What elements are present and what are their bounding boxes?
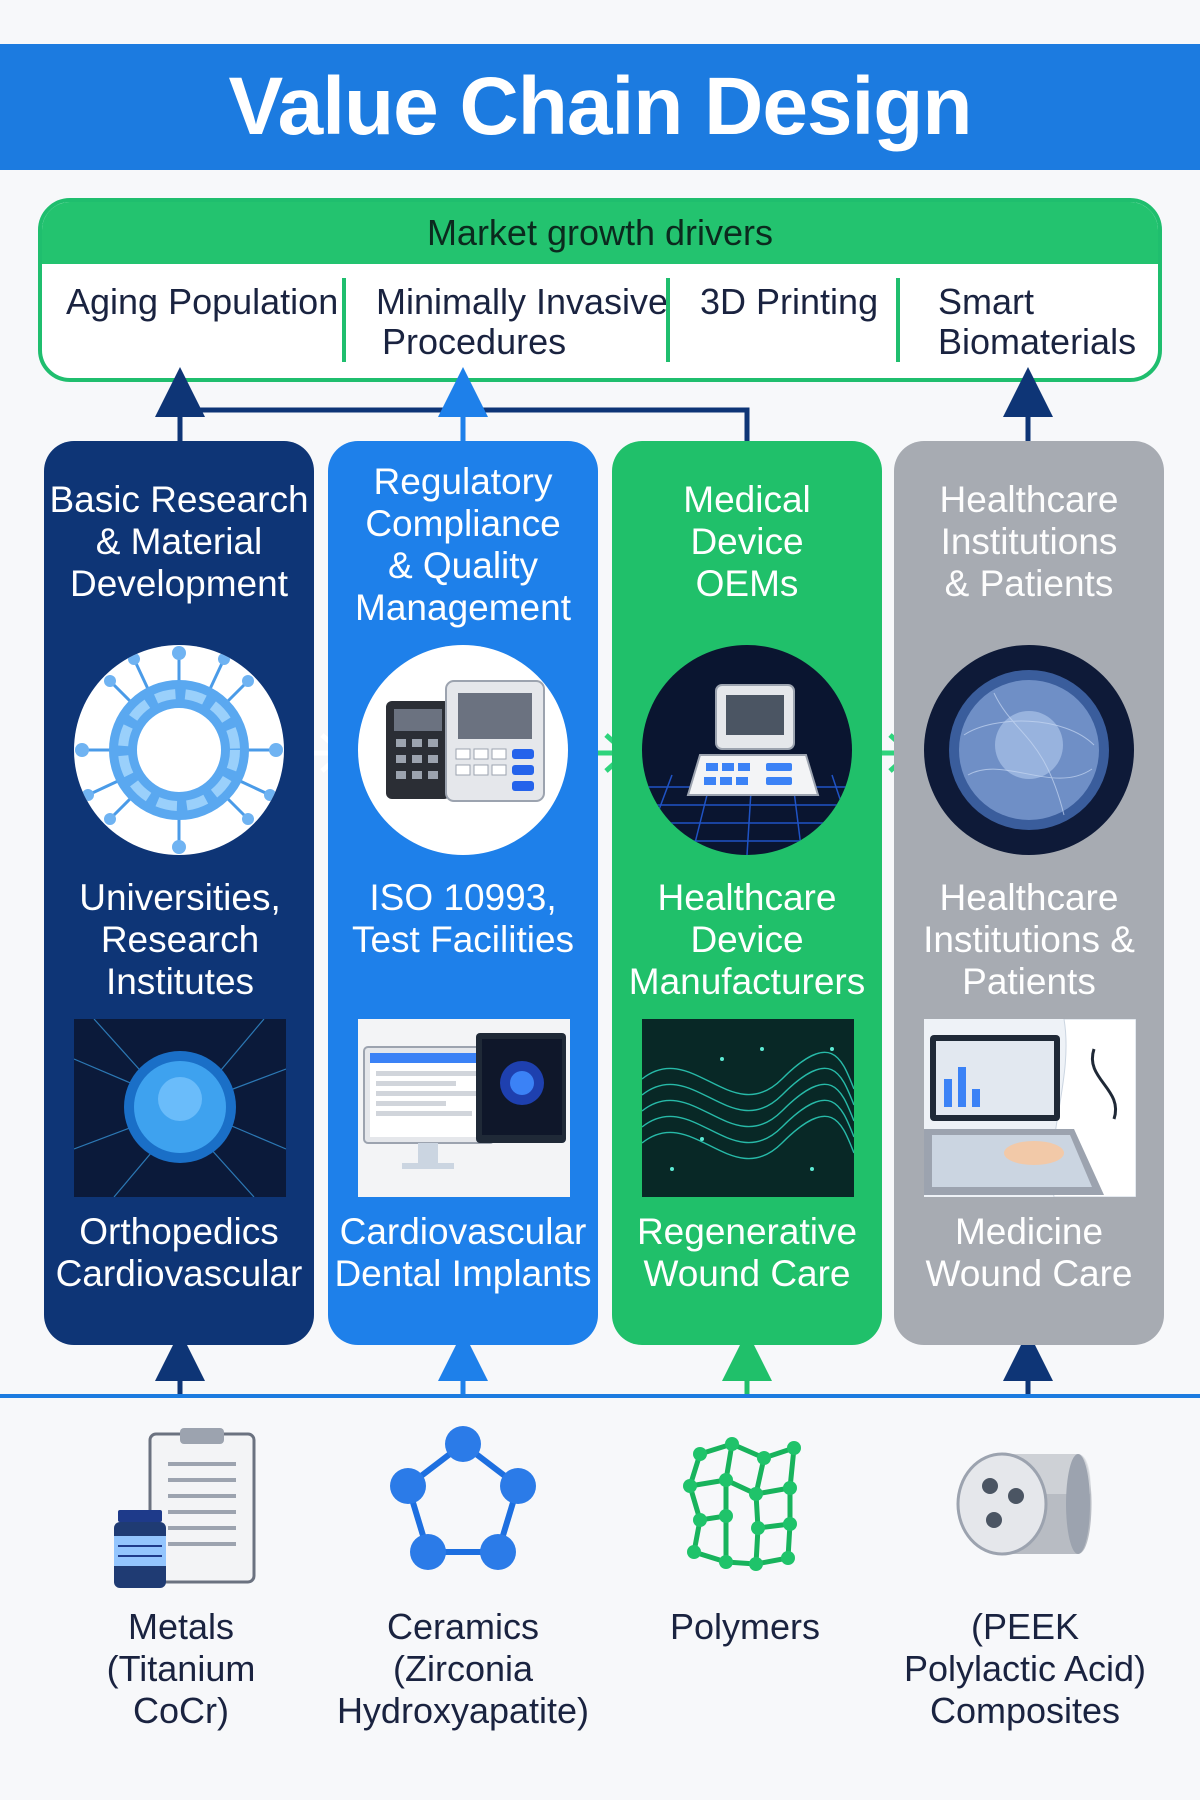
driver-line: Aging Population <box>66 281 339 322</box>
column-bottom-label: Regenerative Wound Care <box>612 1211 882 1295</box>
composite-cylinder-icon <box>940 1424 1110 1594</box>
quality-monitors-image <box>358 1019 570 1197</box>
polymer-chain-icon <box>660 1424 830 1594</box>
driver-smart-biomaterials: Smart Biomaterials <box>938 282 1136 362</box>
mid-line: Patients <box>962 961 1096 1002</box>
material-line: Polylactic Acid) <box>903 1648 1147 1689</box>
material-metals: Metals (Titanium CoCr) <box>36 1424 326 1732</box>
title-line: Institutions <box>940 521 1118 562</box>
title-line: & Patients <box>944 563 1114 604</box>
bottom-line: Cardiovascular <box>55 1253 303 1294</box>
title-line: Development <box>69 563 288 604</box>
driver-3d-printing: 3D Printing <box>700 282 878 322</box>
driver-separator <box>896 278 900 362</box>
mid-line: Healthcare <box>657 877 837 918</box>
title-line: Compliance <box>365 503 561 544</box>
driver-minimally-invasive: Minimally Invasive Procedures <box>376 282 668 362</box>
mid-line: Manufacturers <box>628 961 866 1002</box>
driver-line: Smart <box>938 281 1035 322</box>
column-medical-device-oems: Medical Device OEMs Healthcare Device <box>612 441 882 1345</box>
material-line: Composites <box>929 1690 1121 1731</box>
bottom-line: Medicine <box>954 1211 1104 1252</box>
column-title: Basic Research & Material Development <box>44 479 314 605</box>
clipboard-bottle-icon <box>96 1424 266 1594</box>
column-healthcare-institutions: Healthcare Institutions & Patients Healt… <box>894 441 1164 1345</box>
title-line: Basic Research <box>49 479 309 520</box>
mid-line: Device <box>690 919 804 960</box>
material-label: Ceramics (Zirconia Hydroxyapatite) <box>318 1606 608 1732</box>
title-line: Regulatory <box>373 461 553 502</box>
driver-separator <box>666 278 670 362</box>
material-label: (PEEK Polylactic Acid) Composites <box>880 1606 1170 1732</box>
material-line: Ceramics <box>386 1606 539 1647</box>
wave-mesh-image <box>642 1019 854 1197</box>
bottom-line: Orthopedics <box>79 1211 279 1252</box>
column-mid-label: Universities, Research Institutes <box>32 877 328 1003</box>
bottom-line: Wound Care <box>925 1253 1133 1294</box>
mid-line: Healthcare <box>939 877 1119 918</box>
mid-line: ISO 10993, <box>369 877 557 918</box>
test-equipment-icon <box>358 645 568 855</box>
connector-bar <box>180 407 750 441</box>
column-title: Healthcare Institutions & Patients <box>894 479 1164 605</box>
material-label: Polymers <box>600 1606 890 1648</box>
column-bottom-label: Orthopedics Cardiovascular <box>44 1211 314 1295</box>
bottom-line: Regenerative <box>636 1211 858 1252</box>
mid-line: Institutions & <box>923 919 1135 960</box>
driver-line: Minimally Invasive <box>376 281 669 322</box>
base-divider <box>0 1394 1200 1398</box>
driver-line: Biomaterials <box>938 321 1137 362</box>
material-polymers: Polymers <box>600 1424 890 1648</box>
material-composites: (PEEK Polylactic Acid) Composites <box>880 1424 1170 1732</box>
driver-line: 3D Printing <box>700 281 879 322</box>
material-line: CoCr) <box>133 1690 229 1731</box>
mid-line: Test Facilities <box>351 919 575 960</box>
market-drivers-box: Market growth drivers Aging Population M… <box>38 198 1162 382</box>
title-line: Management <box>355 587 571 628</box>
title-banner: Value Chain Design <box>0 44 1200 170</box>
column-title: Regulatory Compliance & Quality Manageme… <box>328 461 598 629</box>
driver-aging-population: Aging Population <box>66 282 338 322</box>
material-label: Metals (Titanium CoCr) <box>36 1606 326 1732</box>
material-ceramics: Ceramics (Zirconia Hydroxyapatite) <box>318 1424 608 1732</box>
title-line: Medical <box>683 479 811 520</box>
bottom-line: Cardiovascular <box>339 1211 587 1252</box>
title-line: Healthcare <box>939 479 1119 520</box>
bottom-line: Dental Implants <box>334 1253 592 1294</box>
mid-line: Universities, <box>79 877 281 918</box>
column-title: Medical Device OEMs <box>612 479 882 605</box>
title-line: & Material <box>95 521 263 562</box>
page-title: Value Chain Design <box>228 61 973 152</box>
title-line: OEMs <box>695 563 799 604</box>
column-bottom-label: Cardiovascular Dental Implants <box>328 1211 598 1295</box>
drivers-title: Market growth drivers <box>42 202 1158 264</box>
material-line: Hydroxyapatite) <box>336 1690 590 1731</box>
bottom-line: Wound Care <box>643 1253 851 1294</box>
cell-network-image <box>74 1019 286 1197</box>
driver-line: Procedures <box>382 321 567 362</box>
column-basic-research: Basic Research & Material Development <box>44 441 314 1345</box>
column-mid-label: Healthcare Institutions & Patients <box>894 877 1164 1003</box>
column-mid-label: Healthcare Device Manufacturers <box>612 877 882 1003</box>
doctor-laptop-image <box>924 1019 1136 1197</box>
column-bottom-label: Medicine Wound Care <box>894 1211 1164 1295</box>
device-terminal-icon <box>642 645 852 855</box>
material-line: Polymers <box>669 1606 821 1647</box>
material-line: (Titanium <box>106 1648 256 1689</box>
column-mid-label: ISO 10993, Test Facilities <box>328 877 598 961</box>
column-regulatory: Regulatory Compliance & Quality Manageme… <box>328 441 598 1345</box>
cell-sphere-icon <box>924 645 1134 855</box>
title-line: & Quality <box>387 545 539 586</box>
material-line: (PEEK <box>970 1606 1080 1647</box>
mid-line: Research Institutes <box>100 919 260 1002</box>
driver-separator <box>342 278 346 362</box>
material-line: Metals <box>127 1606 235 1647</box>
title-line: Device <box>690 521 804 562</box>
material-line: (Zirconia <box>392 1648 534 1689</box>
pentagon-molecule-icon <box>378 1424 548 1594</box>
biomaterial-ring-icon <box>74 645 284 855</box>
